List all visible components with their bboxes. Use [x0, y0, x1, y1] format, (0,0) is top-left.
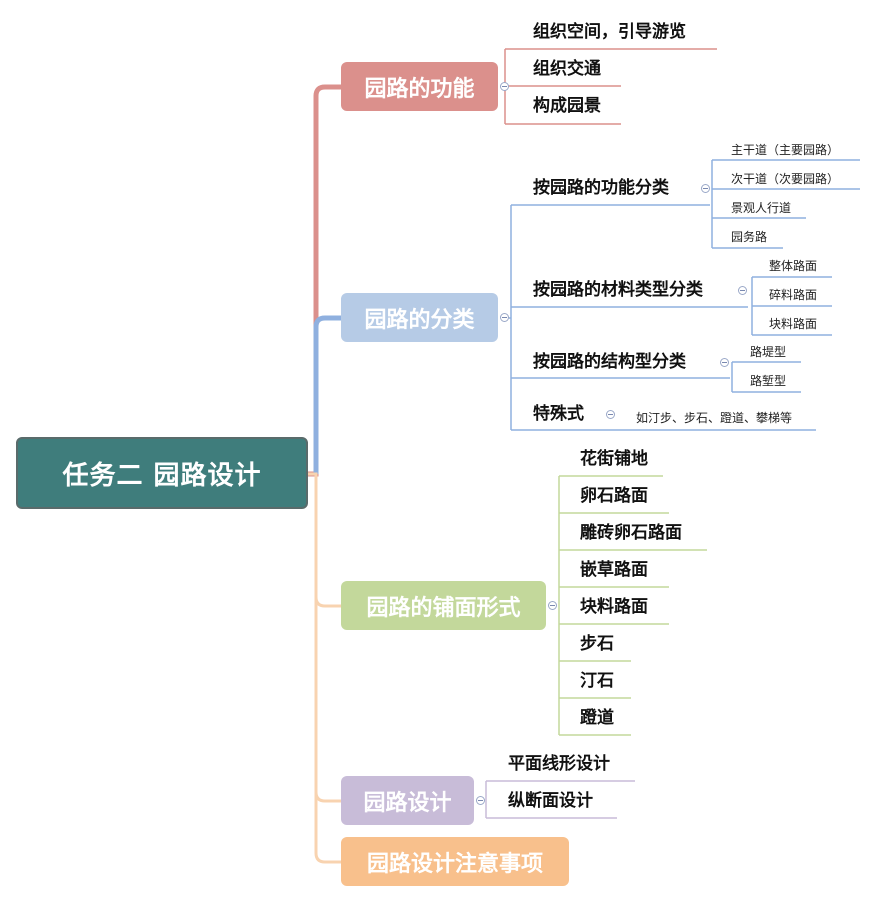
branch-notes-node[interactable]: 园路设计注意事项: [341, 837, 569, 886]
branch-design-node[interactable]: 园路设计: [341, 776, 474, 825]
root-node[interactable]: 任务二 园路设计: [16, 437, 308, 509]
function-item-traffic: 组织交通: [533, 59, 601, 79]
paving-item: 块料路面: [580, 597, 648, 617]
collapse-toggle-icon[interactable]: [720, 358, 729, 367]
branch-design-label: 园路设计: [363, 790, 452, 816]
class-by-material: 按园路的材料类型分类: [533, 280, 703, 300]
connector-line: [308, 472, 341, 608]
branch-notes-label: 园路设计注意事项: [366, 851, 543, 877]
connector-line: [313, 315, 341, 474]
paving-item: 步石: [580, 634, 614, 654]
class-structure-item: 路堑型: [750, 374, 787, 388]
class-special-item: 如汀步、步石、蹬道、攀梯等: [636, 411, 793, 425]
class-function-item: 景观人行道: [731, 201, 792, 215]
collapse-toggle-icon[interactable]: [500, 313, 509, 322]
connector-line: [308, 84, 341, 477]
connector-line: [314, 792, 341, 864]
class-function-item: 主干道（主要园路）: [731, 143, 840, 157]
class-material-item: 块料路面: [769, 317, 818, 331]
paving-item: 卵石路面: [580, 486, 648, 506]
class-material-item: 碎料路面: [769, 288, 818, 302]
paving-item: 汀石: [580, 671, 614, 691]
class-material-item: 整体路面: [769, 259, 818, 273]
branch-paving-label: 园路的铺面形式: [366, 595, 521, 621]
collapse-toggle-icon[interactable]: [500, 82, 509, 91]
collapse-toggle-icon[interactable]: [548, 601, 557, 610]
branch-function-label: 园路的功能: [364, 76, 475, 102]
collapse-toggle-icon[interactable]: [701, 184, 710, 193]
design-item-profile: 纵断面设计: [508, 791, 593, 811]
collapse-toggle-icon[interactable]: [476, 796, 485, 805]
collapse-toggle-icon[interactable]: [738, 286, 747, 295]
paving-item: 花街铺地: [580, 449, 648, 469]
class-by-structure: 按园路的结构型分类: [533, 352, 686, 372]
paving-item: 嵌草路面: [580, 560, 648, 580]
branch-classification-label: 园路的分类: [364, 307, 475, 333]
design-item-plan: 平面线形设计: [508, 754, 610, 774]
collapse-toggle-icon[interactable]: [606, 410, 615, 419]
branch-classification-node[interactable]: 园路的分类: [341, 293, 498, 342]
class-function-item: 园务路: [731, 230, 768, 244]
paving-item: 蹬道: [580, 708, 614, 728]
function-item-scenery: 构成园景: [533, 96, 601, 116]
class-function-item: 次干道（次要园路）: [731, 172, 840, 186]
function-item-space: 组织空间，引导游览: [533, 22, 686, 42]
paving-item: 雕砖卵石路面: [580, 523, 682, 543]
branch-paving-node[interactable]: 园路的铺面形式: [341, 581, 546, 630]
class-structure-item: 路堤型: [750, 345, 787, 359]
connector-line: [314, 597, 341, 803]
class-by-function: 按园路的功能分类: [533, 178, 669, 198]
root-label: 任务二 园路设计: [62, 460, 262, 491]
class-special: 特殊式: [533, 404, 584, 424]
branch-function-node[interactable]: 园路的功能: [341, 62, 498, 111]
